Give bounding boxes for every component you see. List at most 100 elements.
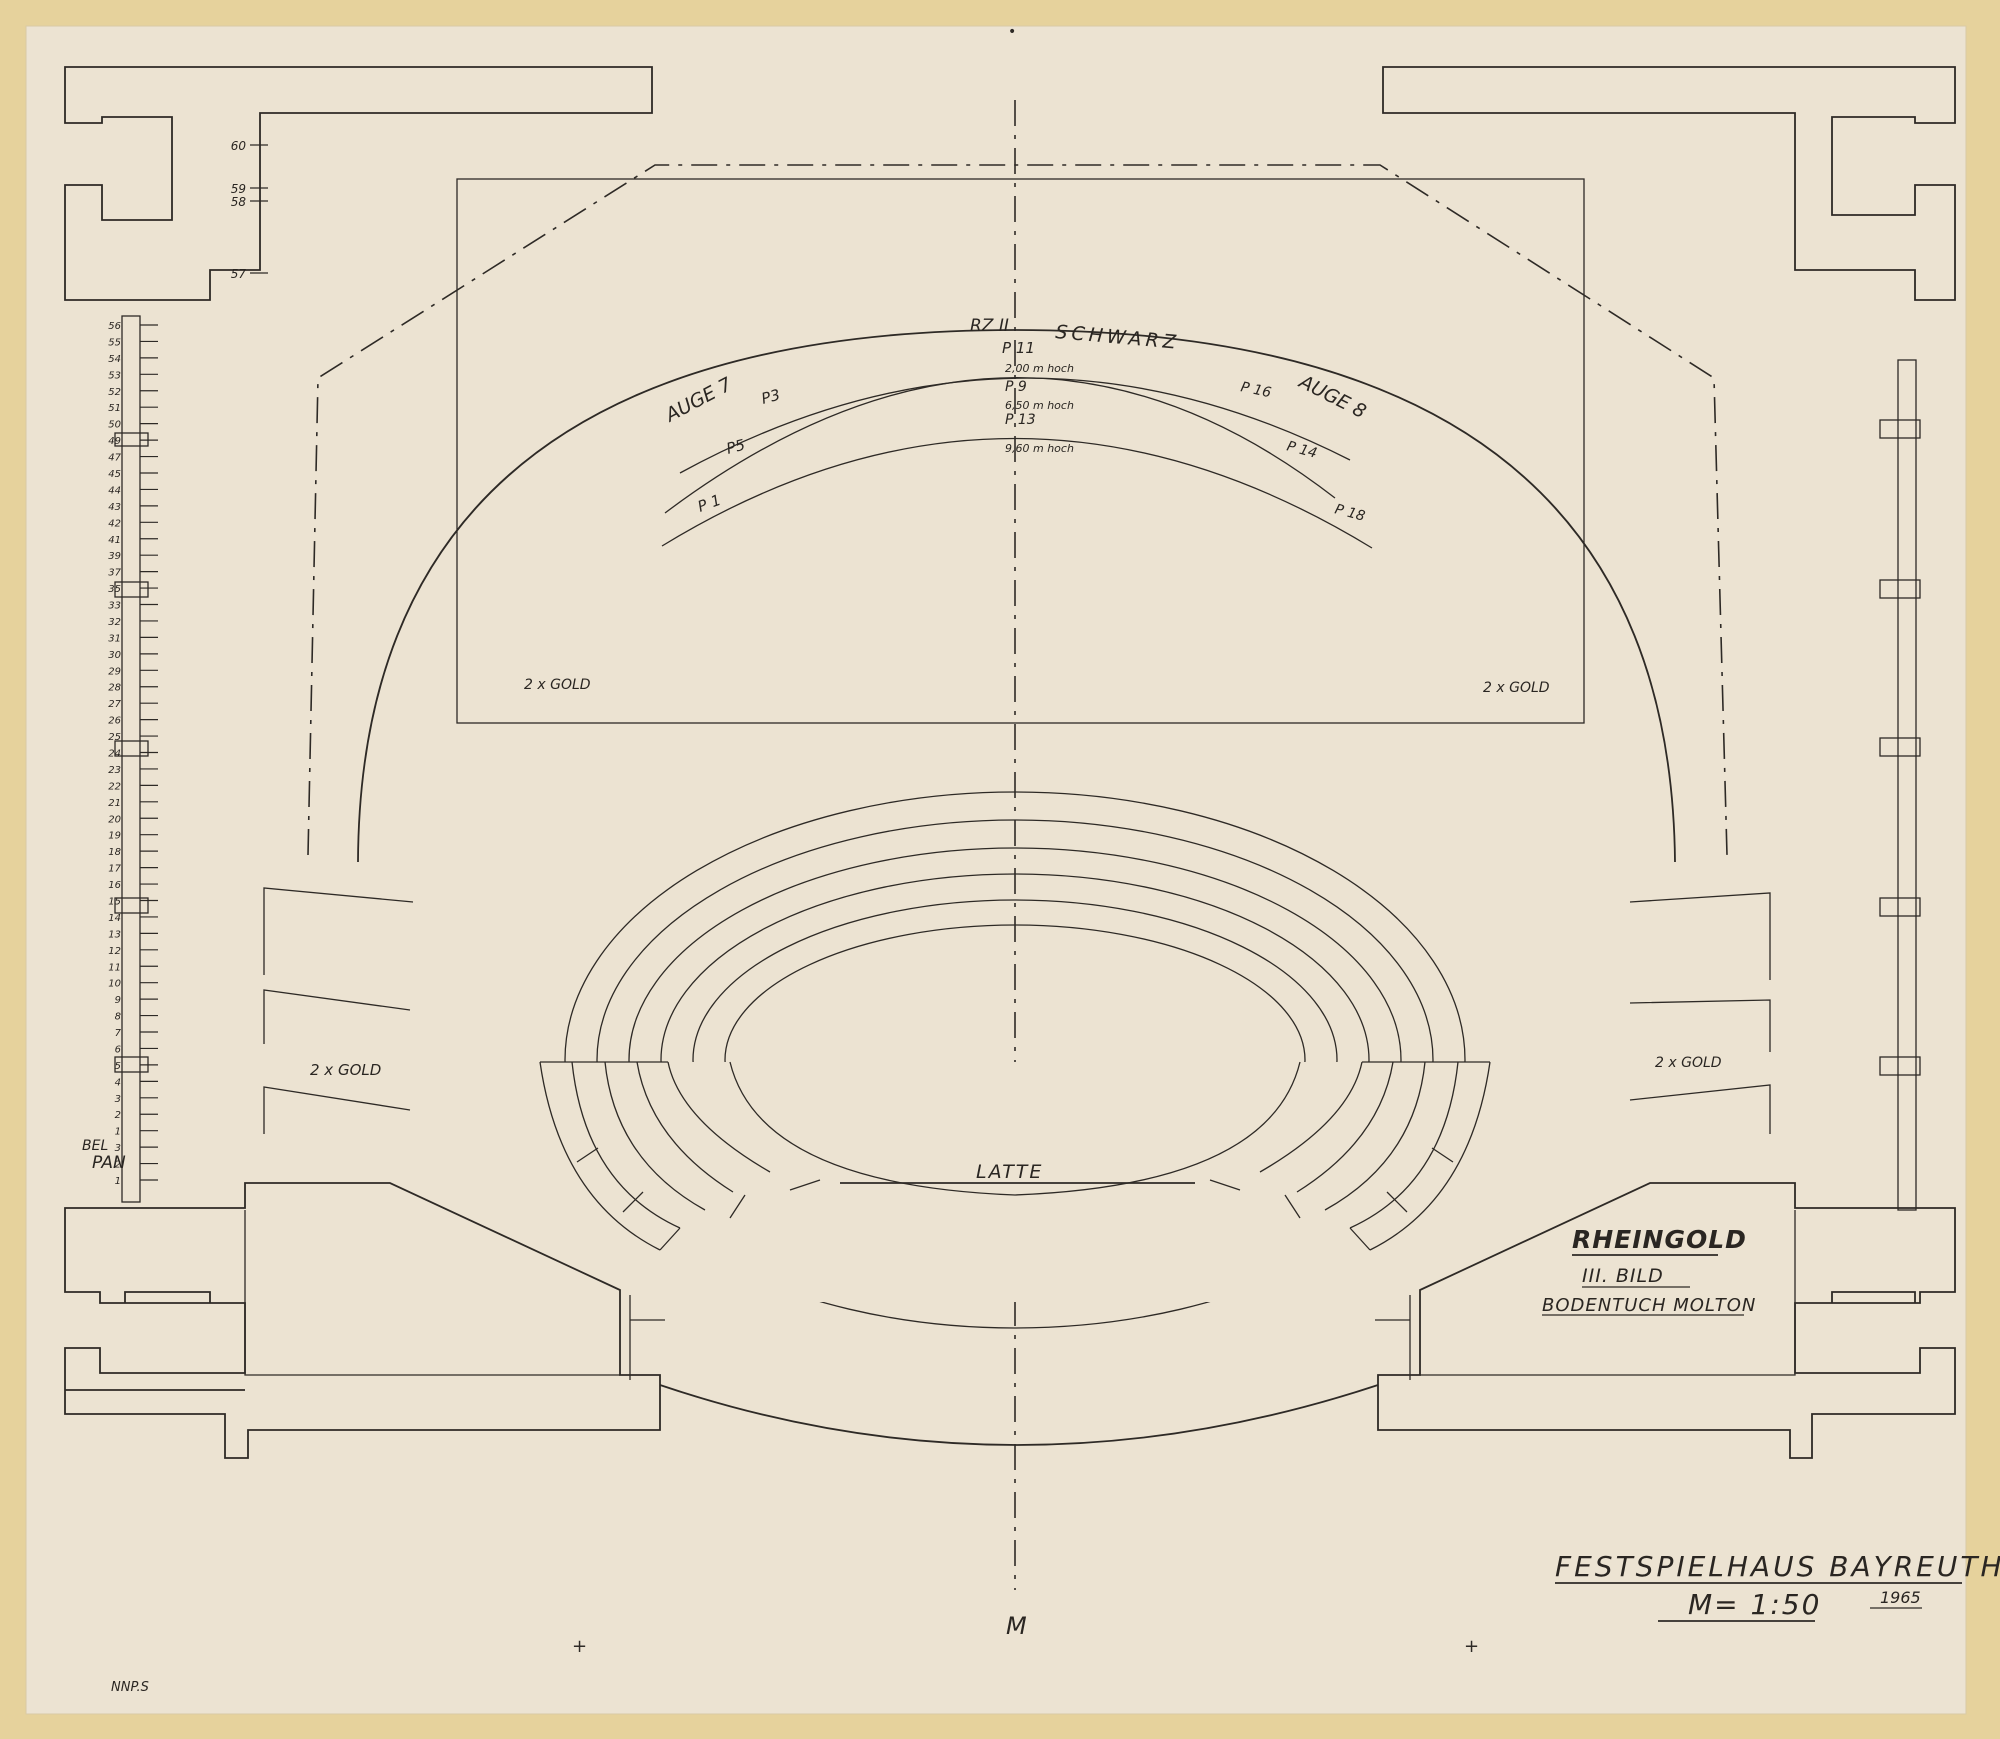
ladder-tick-label: 9 (115, 995, 121, 1006)
label-height-3: 9,60 m hoch (1005, 442, 1074, 455)
ladder-tick-label: 20 (108, 814, 121, 825)
ring-mask (500, 1062, 1530, 1302)
wing-flats-right (1629, 892, 1771, 1134)
ladder-tick-label: 37 (108, 568, 121, 579)
ladder-tick-label: 21 (108, 798, 121, 809)
top-tick-label: 60 (231, 139, 247, 153)
ladder-tick-label: 8 (115, 1012, 121, 1023)
ladder-tick-label: 2 (115, 1110, 121, 1121)
registration-mark-right: + (1464, 1636, 1479, 1657)
ladder-tick-label: 44 (108, 485, 121, 496)
ladder-tick-label: 50 (108, 420, 121, 431)
ladder-tick-label: 47 (108, 453, 121, 464)
wall-top-right (1382, 66, 1956, 301)
ladder-tick-label: 55 (108, 337, 121, 348)
ladder-tick-label: 18 (108, 847, 121, 858)
label-p16: P 16 (1239, 379, 1272, 401)
tape-border-top (0, 0, 2000, 26)
ladder-tick-label: 35 (108, 584, 121, 595)
ring-inner-bottom (729, 1061, 1301, 1196)
label-p14: P 14 (1285, 438, 1319, 461)
label-gold-lower-left: 2 x GOLD (310, 1061, 381, 1079)
ladder-tick-label: 42 (108, 518, 121, 529)
ladder-tick-label: 51 (108, 403, 121, 414)
ladder-tick-label: 12 (108, 946, 121, 957)
label-rheingold: RHEINGOLD (1572, 1225, 1747, 1254)
label-p11: P 11 (1002, 339, 1035, 357)
ladder-tick-label: 2 (115, 1160, 121, 1171)
ladder-tick-label: 53 (108, 370, 121, 381)
label-gold-lower-right: 2 x GOLD (1655, 1055, 1722, 1071)
wall-bottom-left-inner (244, 1210, 665, 1380)
ladder-tick-label: 56 (108, 321, 121, 332)
ladder-tick-marks: 5655545352515049474544434241393735333231… (108, 321, 158, 1187)
stage-rectangle (456, 178, 1585, 724)
ladder-tick-label: 15 (108, 896, 121, 907)
tracing-sheet (25, 25, 1967, 1715)
ladder-tick-label: 41 (108, 535, 121, 546)
top-tick-label: 59 (231, 182, 246, 196)
top-tick-label: 58 (231, 195, 247, 209)
label-p18: P 18 (1333, 501, 1367, 524)
label-pan: PAN (92, 1153, 126, 1173)
ladder-tick-label: 33 (108, 601, 121, 612)
ladder-tick-label: 4 (115, 1077, 121, 1088)
ladder-tick-label: 3 (115, 1143, 121, 1154)
label-scale: M= 1:50 (1688, 1588, 1821, 1621)
ladder-tick-label: 32 (108, 617, 121, 628)
ladder-tick-label: 3 (115, 1094, 121, 1105)
right-ladder (1879, 359, 1921, 1211)
orchestra-curve (659, 1384, 1379, 1446)
label-bild: III. BILD (1582, 1265, 1664, 1287)
ladder-tick-label: 23 (108, 765, 121, 776)
ladder-tick-label: 43 (108, 502, 121, 513)
label-latte: LATTE (976, 1161, 1043, 1183)
ladder-tick-label: 17 (108, 864, 121, 875)
ladder-tick-label: 10 (108, 979, 121, 990)
label-height-2: 6,50 m hoch (1005, 399, 1074, 412)
tape-border-left (0, 0, 26, 1739)
wall-bottom-right (1377, 1182, 1956, 1459)
label-gold-upper-right: 2 x GOLD (1483, 680, 1550, 696)
label-bodentuch: BODENTUCH MOLTON (1542, 1295, 1756, 1316)
cyclorama-arc (357, 329, 1676, 863)
ladder-tick-label: 27 (108, 699, 121, 710)
label-p13: P 13 (1005, 412, 1036, 428)
ladder-tick-label: 19 (108, 831, 121, 842)
ladder-tick-label: 22 (108, 781, 121, 792)
label-p5: P5 (724, 436, 747, 458)
ladder-tick-label: 11 (108, 962, 121, 973)
ladder-tick-label: 54 (108, 354, 121, 365)
ladder-tick-label: 45 (108, 469, 121, 480)
label-bel: BEL (82, 1138, 108, 1154)
registration-mark-left: + (572, 1636, 587, 1657)
ladder-tick-label: 31 (108, 633, 121, 644)
title-festspielhaus: FESTSPIELHAUS BAYREUTH (1555, 1550, 2000, 1583)
arc-p9 (679, 377, 1351, 474)
ladder-tick-label: 7 (115, 1028, 122, 1039)
ring-lower-right (1209, 1061, 1491, 1251)
label-p3: P3 (759, 386, 782, 408)
label-year: 1965 (1880, 1588, 1921, 1607)
wall-top-left (64, 66, 653, 301)
ladder-tick-label: 6 (115, 1044, 121, 1055)
registration-mark-top: • (1008, 24, 1016, 40)
wall-bottom-left (64, 1182, 661, 1459)
ladder-tick-label: 14 (108, 913, 121, 924)
ladder-tick-label: 25 (108, 732, 121, 743)
label-height-1: 2,00 m hoch (1005, 362, 1074, 375)
ladder-tick-label: 30 (108, 650, 121, 661)
wall-bottom-left-steps (65, 1291, 245, 1391)
ladder-tick-label: 16 (108, 880, 121, 891)
label-gold-upper-left: 2 x GOLD (524, 677, 591, 693)
ladder-tick-label: 26 (108, 716, 121, 727)
ladder-tick-label: 1 (115, 1127, 121, 1138)
label-rz: RZ II (970, 316, 1009, 336)
ladder-tick-label: 39 (108, 551, 121, 562)
wall-bottom-right-inner (1375, 1210, 1796, 1380)
ladder-tick-label: 28 (108, 683, 121, 694)
ladder-tick-label: 24 (108, 749, 121, 760)
wing-flats-left (263, 887, 414, 1134)
